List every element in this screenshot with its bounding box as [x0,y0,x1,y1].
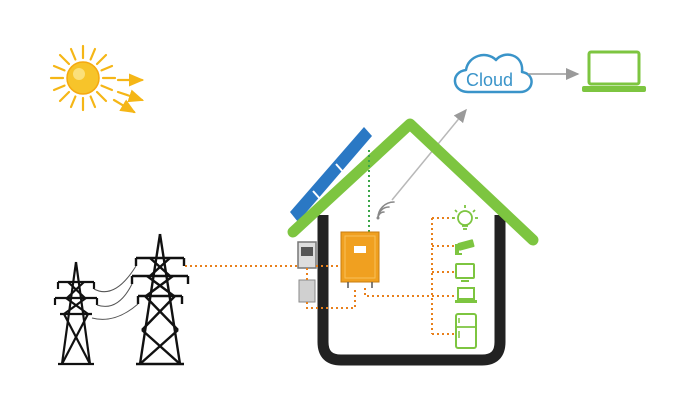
house-walls [317,215,506,366]
computer-icon [455,287,477,303]
meter-icon [297,241,317,269]
light-bulb-icon [452,205,478,230]
tv-icon [455,263,475,282]
sun-icon [49,44,117,112]
laptop-icon [582,50,646,92]
wifi-icon [376,201,395,220]
breaker-icon [298,279,316,303]
sun-rays-arrows [112,73,145,114]
power-lines [91,265,139,320]
cloud-icon: Cloud [453,53,533,94]
inverter-icon [340,231,380,288]
transmission-tower-icon [130,233,190,366]
appliance-distribution-lines [431,217,454,335]
house-to-cloud-arrow [391,108,467,201]
grid-connection-line [185,265,432,309]
transmission-tower-small-icon [53,261,99,366]
house-roof [287,118,539,246]
cloud-label: Cloud [466,70,513,90]
fridge-icon [455,313,477,349]
security-camera-icon [455,239,475,255]
solar-panel-icon [290,127,372,222]
